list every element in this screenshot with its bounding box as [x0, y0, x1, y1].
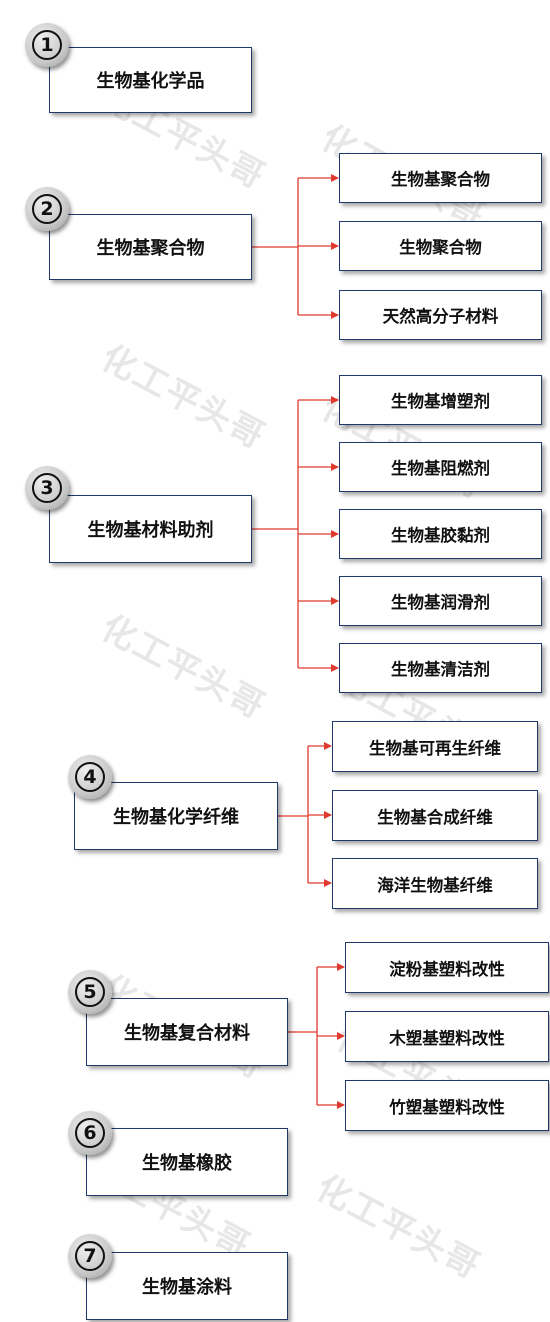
- subcategory-box: 生物基润滑剂: [339, 576, 542, 626]
- subcategory-box: 海洋生物基纤维: [332, 858, 538, 909]
- number-badge-label: 6: [75, 1118, 105, 1148]
- number-badge-label: 4: [75, 762, 105, 792]
- subcategory-box: 生物基阻燃剂: [339, 442, 542, 492]
- subcategory-box: 天然高分子材料: [339, 290, 542, 340]
- subcategory-box: 淀粉基塑料改性: [345, 942, 549, 993]
- number-badge-label: 3: [32, 473, 62, 503]
- category-box: 生物基橡胶: [86, 1128, 288, 1196]
- number-badge-label: 7: [75, 1241, 105, 1271]
- number-badge: 6: [68, 1111, 112, 1155]
- number-badge-label: 2: [32, 194, 62, 224]
- number-badge: 1: [25, 23, 69, 67]
- category-box: 生物基涂料: [86, 1252, 288, 1320]
- subcategory-box: 生物基清洁剂: [339, 643, 542, 693]
- number-badge: 4: [68, 755, 112, 799]
- category-box: 生物基化学品: [49, 47, 252, 113]
- subcategory-box: 生物基聚合物: [339, 153, 542, 203]
- subcategory-box: 生物基可再生纤维: [332, 721, 538, 772]
- number-badge-label: 5: [75, 977, 105, 1007]
- category-box: 生物基聚合物: [49, 214, 252, 280]
- category-box: 生物基复合材料: [86, 998, 288, 1066]
- number-badge: 7: [68, 1234, 112, 1278]
- subcategory-box: 木塑基塑料改性: [345, 1011, 549, 1062]
- number-badge: 3: [25, 466, 69, 510]
- number-badge-label: 1: [32, 30, 62, 60]
- subcategory-box: 生物基合成纤维: [332, 790, 538, 841]
- category-box: 生物基材料助剂: [49, 495, 252, 563]
- number-badge: 2: [25, 187, 69, 231]
- number-badge: 5: [68, 970, 112, 1014]
- subcategory-box: 生物基增塑剂: [339, 375, 542, 425]
- subcategory-box: 生物聚合物: [339, 221, 542, 271]
- category-box: 生物基化学纤维: [74, 782, 278, 850]
- subcategory-box: 竹塑基塑料改性: [345, 1080, 549, 1131]
- subcategory-box: 生物基胶黏剂: [339, 509, 542, 559]
